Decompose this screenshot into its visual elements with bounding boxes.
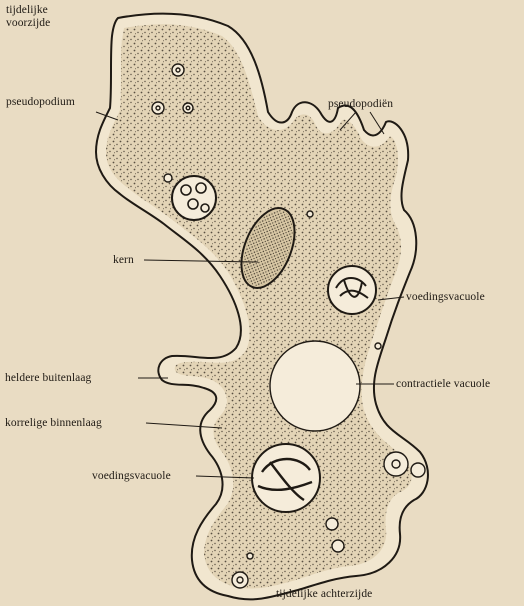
label-contractile-vacuole: contractiele vacuole (396, 378, 490, 391)
label-food-vacuole-right: voedingsvacuole (406, 291, 485, 304)
food-vacuole-bottom (252, 444, 320, 512)
label-pseudopodien: pseudopodiën (328, 98, 393, 111)
label-pseudopodium: pseudopodium (6, 96, 75, 109)
label-temporary-rear: tijdelijke achterzijde (276, 588, 372, 601)
contractile-vacuole (270, 341, 360, 431)
label-clear-outer-layer: heldere buitenlaag (5, 372, 91, 385)
label-temporary-front: tijdelijke voorzijde (6, 4, 50, 30)
label-granular-inner-layer: korrelige binnenlaag (5, 417, 102, 430)
food-vacuole-upper (172, 176, 216, 220)
label-food-vacuole-bottom: voedingsvacuole (92, 470, 171, 483)
food-vacuole-right (328, 266, 376, 314)
label-kern: kern (113, 254, 134, 267)
